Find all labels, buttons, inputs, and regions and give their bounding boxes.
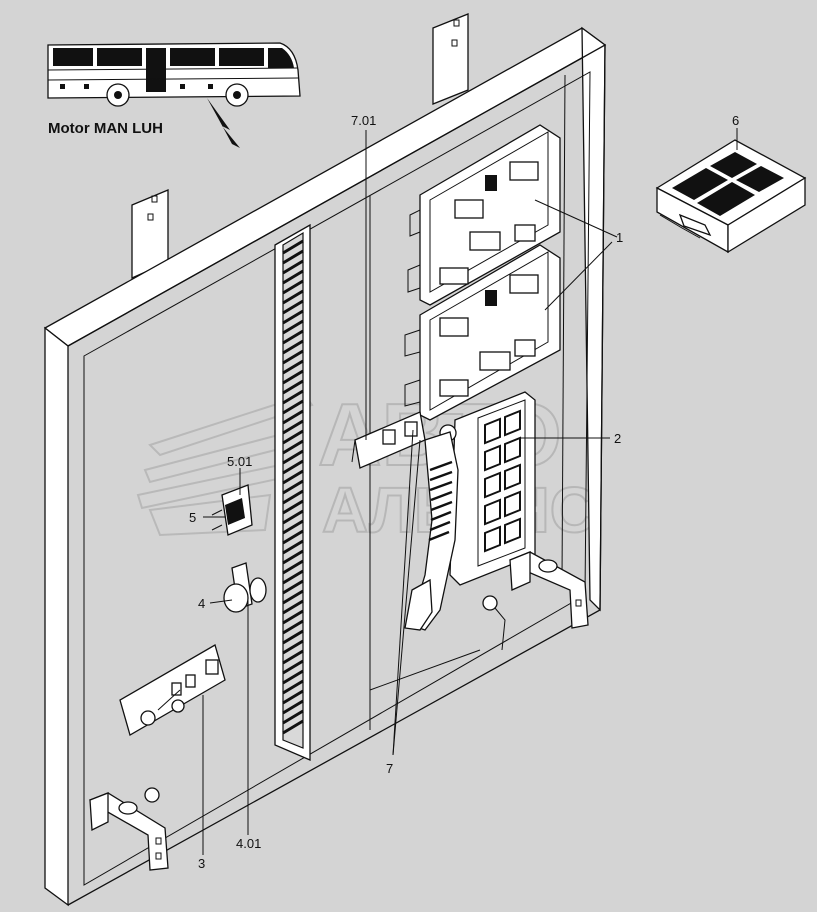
callout-4-01: 4.01 <box>236 836 261 851</box>
cable-duct <box>274 223 311 761</box>
control-unit-upper <box>407 124 561 306</box>
component-6 <box>655 139 807 254</box>
top-bracket-right <box>432 13 469 105</box>
callout-6: 6 <box>732 113 739 128</box>
bottom-bracket-left <box>89 787 169 871</box>
callout-5-01: 5.01 <box>227 454 252 469</box>
component-5 <box>211 484 253 536</box>
callout-7-01: 7.01 <box>351 113 376 128</box>
callout-1: 1 <box>616 230 623 245</box>
component-3 <box>119 644 226 736</box>
bottom-bracket-right <box>482 551 589 651</box>
callout-5: 5 <box>189 510 196 525</box>
mounting-panel <box>43 26 607 907</box>
callout-3: 3 <box>198 856 205 871</box>
callout-7: 7 <box>386 761 393 776</box>
callout-2: 2 <box>614 431 621 446</box>
leader-lines <box>202 128 738 855</box>
bus-illustration <box>47 42 301 148</box>
control-unit-lower <box>404 244 561 421</box>
relay-bracket-7 <box>351 411 426 469</box>
module-2 <box>404 391 536 631</box>
engine-caption: Motor MAN LUH <box>48 120 163 137</box>
callout-4: 4 <box>198 596 205 611</box>
component-4 <box>223 562 267 613</box>
